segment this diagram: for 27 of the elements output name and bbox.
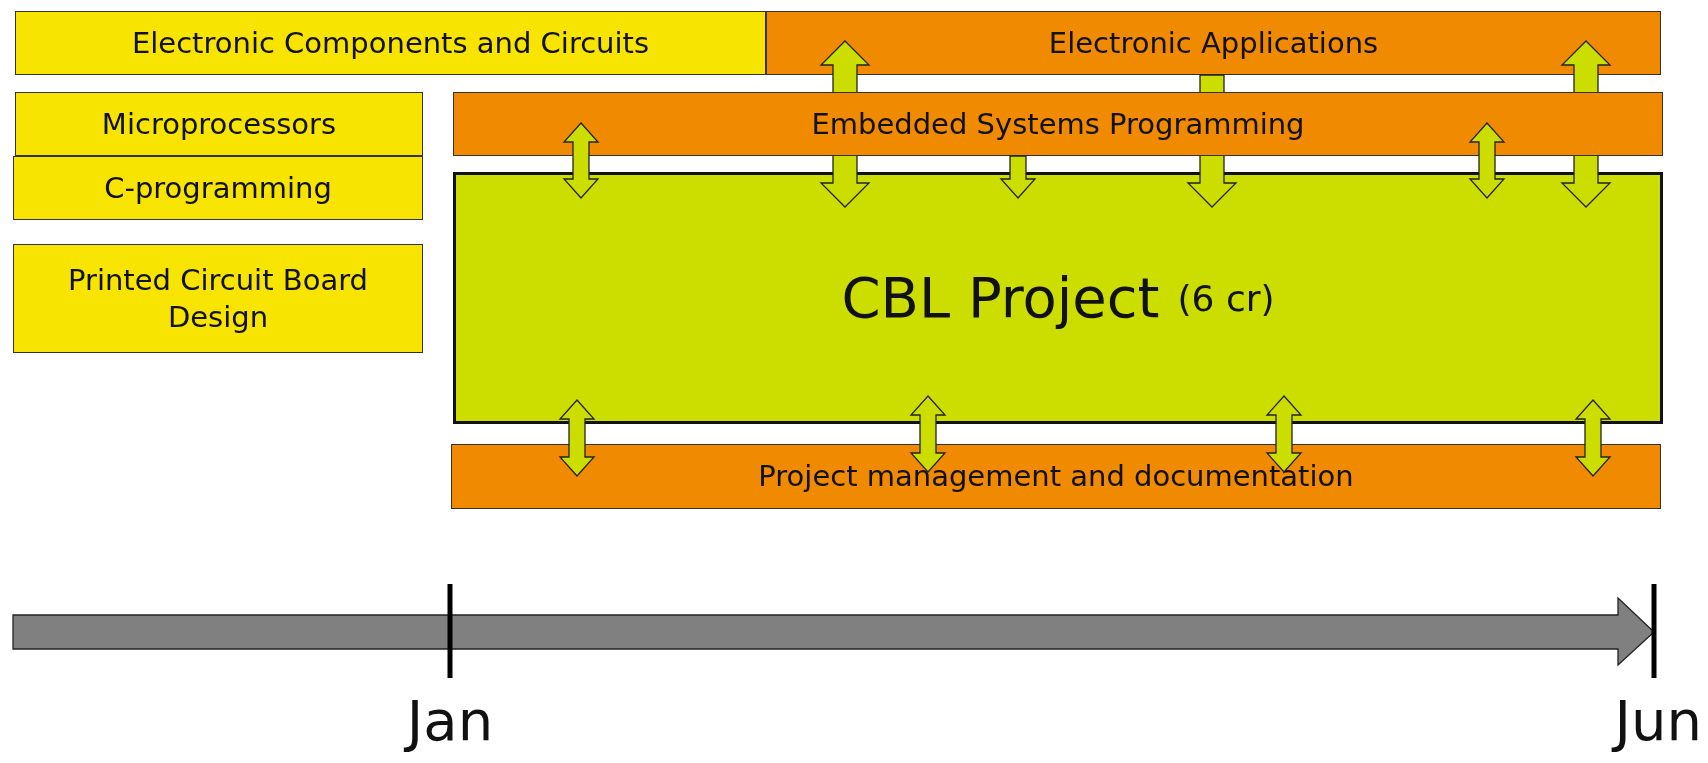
project-box xyxy=(453,172,1663,424)
course-box xyxy=(15,11,766,75)
block-arrow xyxy=(1468,122,1506,199)
course-box xyxy=(13,244,423,353)
course-box xyxy=(453,92,1663,156)
node-label: C-programming xyxy=(104,169,332,207)
block-arrow xyxy=(909,395,947,473)
block-arrow xyxy=(1574,399,1612,477)
node-label: Electronic Components and Circuits xyxy=(131,24,650,62)
node-label: Electronic Applications xyxy=(1048,24,1379,62)
block-arrow xyxy=(819,40,871,208)
credit-label: (6 cr) xyxy=(1177,276,1275,321)
course-box xyxy=(13,156,423,220)
block-arrow xyxy=(999,155,1037,199)
block-arrow xyxy=(562,122,600,199)
node-label: Embedded Systems Programming xyxy=(811,105,1305,143)
node-label: Project management and documentation xyxy=(758,458,1354,495)
course-box xyxy=(451,444,1661,509)
block-arrow xyxy=(1265,395,1303,473)
node-label: Printed Circuit Board Design xyxy=(67,262,369,335)
node-label: Microprocessors xyxy=(101,105,337,143)
course-box xyxy=(766,11,1661,75)
course-box xyxy=(15,92,423,156)
block-arrow xyxy=(1186,74,1238,208)
block-arrow xyxy=(558,399,596,477)
node-label: CBL Project xyxy=(841,264,1160,332)
block-arrow xyxy=(1560,40,1612,208)
